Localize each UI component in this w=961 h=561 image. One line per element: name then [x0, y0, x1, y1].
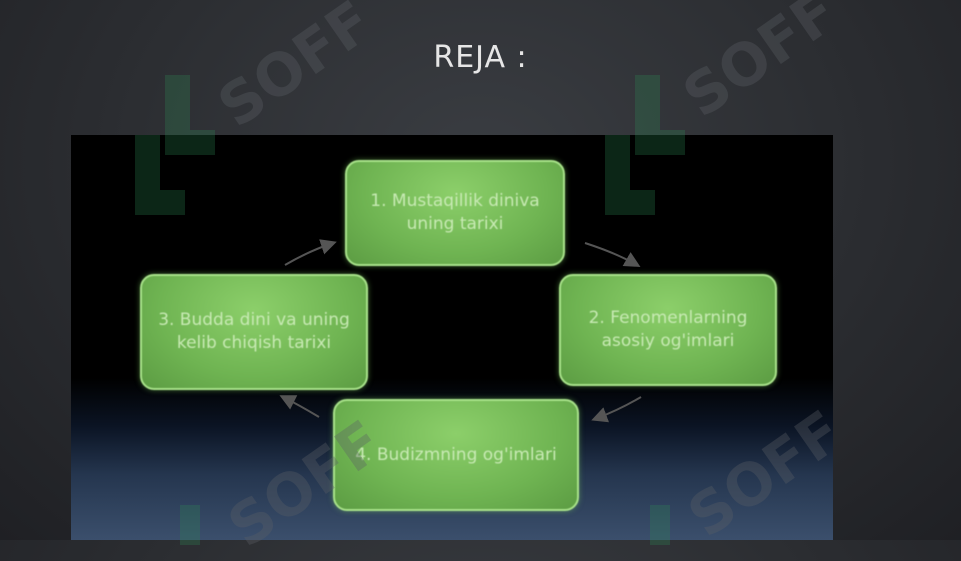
- cycle-step-3: 3. Budda dini va uning kelib chiqish tar…: [140, 274, 368, 390]
- cycle-diagram-panel: 1. Mustaqillik diniva uning tarixi 2. Fe…: [71, 135, 833, 540]
- arrow-1-to-2: [584, 242, 641, 267]
- slide-title: REJA :: [433, 40, 528, 75]
- cycle-step-4: 4. Budizmning og'imlari: [333, 399, 579, 511]
- cycle-step-1: 1. Mustaqillik diniva uning tarixi: [345, 160, 565, 266]
- arrow-2-to-4: [591, 396, 642, 423]
- cycle-step-2-label: 2. Fenomenlarning asosiy og'imlari: [588, 308, 748, 351]
- cycle-step-3-label: 3. Budda dini va uning kelib chiqish tar…: [158, 310, 350, 353]
- cycle-arrows: [279, 239, 642, 423]
- arrow-3-to-1: [284, 239, 337, 266]
- arrow-4-to-3: [279, 395, 320, 418]
- cycle-step-4-label: 4. Budizmning og'imlari: [355, 444, 557, 465]
- cycle-step-1-label: 1. Mustaqillik diniva uning tarixi: [370, 191, 540, 234]
- cycle-step-2: 2. Fenomenlarning asosiy og'imlari: [559, 274, 777, 386]
